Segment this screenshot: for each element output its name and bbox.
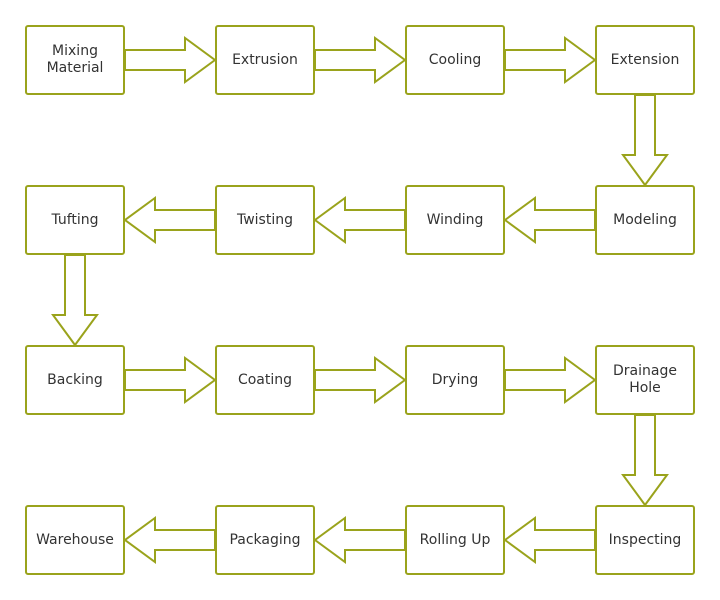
arrow-packaging-to-warehouse <box>123 516 216 564</box>
step-coating: Coating <box>215 345 315 415</box>
step-twisting: Twisting <box>215 185 315 255</box>
step-packaging: Packaging <box>215 505 315 575</box>
arrow-backing-to-coating <box>124 356 217 404</box>
step-mixing-material: Mixing Material <box>25 25 125 95</box>
arrow-twisting-to-tufting <box>123 196 216 244</box>
step-drainage-hole: Drainage Hole <box>595 345 695 415</box>
step-warehouse: Warehouse <box>25 505 125 575</box>
step-modeling: Modeling <box>595 185 695 255</box>
step-cooling: Cooling <box>405 25 505 95</box>
arrow-cooling-to-extension <box>504 36 597 84</box>
arrow-drainage-hole-to-inspecting <box>621 414 669 507</box>
arrow-inspecting-to-rolling-up <box>503 516 596 564</box>
arrow-extension-to-modeling <box>621 94 669 187</box>
step-rolling-up: Rolling Up <box>405 505 505 575</box>
arrow-winding-to-twisting <box>313 196 406 244</box>
step-tufting: Tufting <box>25 185 125 255</box>
arrow-modeling-to-winding <box>503 196 596 244</box>
arrow-rolling-up-to-packaging <box>313 516 406 564</box>
arrow-tufting-to-backing <box>51 254 99 347</box>
step-drying: Drying <box>405 345 505 415</box>
arrow-extrusion-to-cooling <box>314 36 407 84</box>
step-inspecting: Inspecting <box>595 505 695 575</box>
arrow-mixing-material-to-extrusion <box>124 36 217 84</box>
step-extrusion: Extrusion <box>215 25 315 95</box>
step-winding: Winding <box>405 185 505 255</box>
step-extension: Extension <box>595 25 695 95</box>
step-backing: Backing <box>25 345 125 415</box>
arrow-drying-to-drainage-hole <box>504 356 597 404</box>
arrow-coating-to-drying <box>314 356 407 404</box>
